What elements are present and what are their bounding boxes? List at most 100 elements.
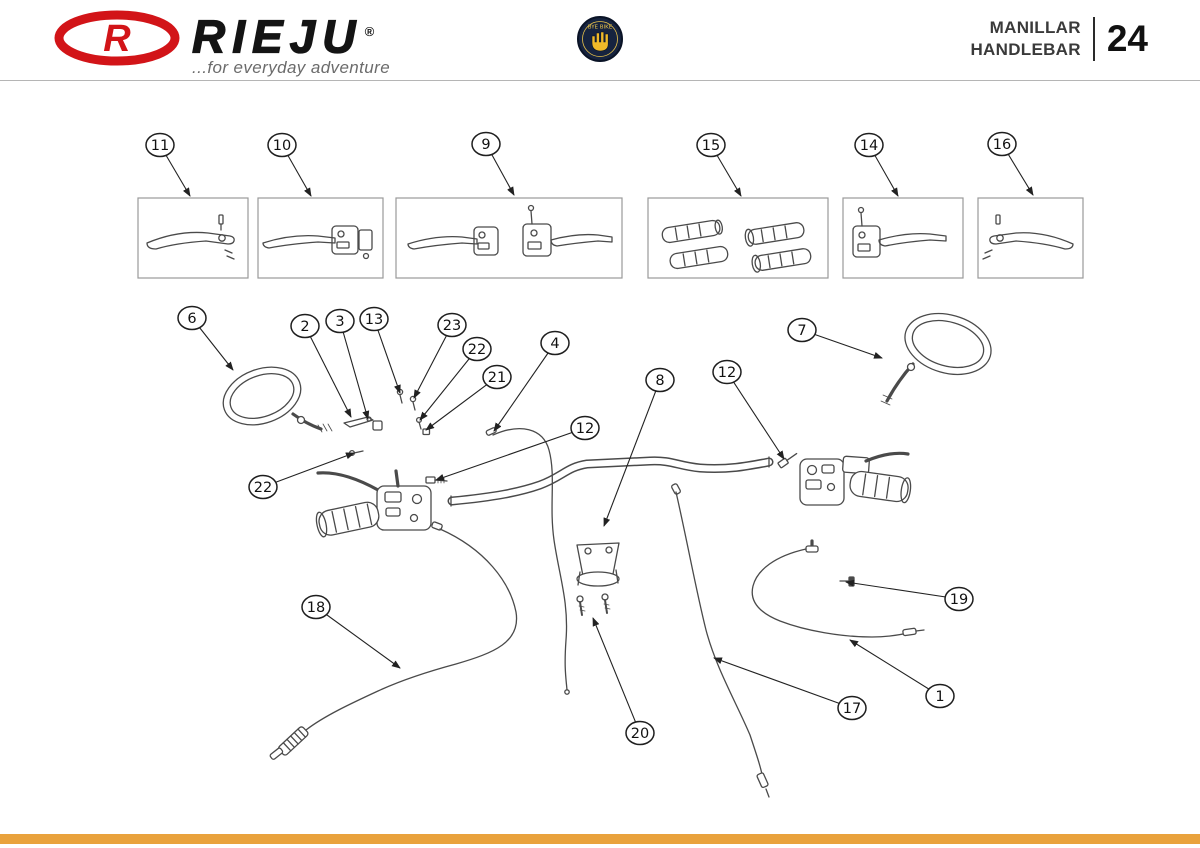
callout-label-23: 23 xyxy=(443,318,461,334)
callout-label-2: 2 xyxy=(300,319,309,335)
callout-7 xyxy=(787,317,817,343)
callout-2 xyxy=(290,313,320,339)
callout-21 xyxy=(482,364,512,390)
callout-3 xyxy=(325,308,355,334)
callout-label-21: 21 xyxy=(488,370,506,386)
callout-arrow-12 xyxy=(726,371,785,460)
callout-18 xyxy=(301,594,331,620)
callout-label-16: 16 xyxy=(993,137,1011,153)
callout-label-9: 9 xyxy=(481,137,490,153)
callout-label-13: 13 xyxy=(365,312,383,328)
part-15-grips-drawing xyxy=(661,219,812,273)
title-secondary: HANDLEBAR xyxy=(970,40,1081,59)
page-title: MANILLAR HANDLEBAR xyxy=(970,17,1080,61)
right-mirror-drawing xyxy=(880,312,992,406)
callout-label-12: 12 xyxy=(576,421,594,437)
callout-arrow-18 xyxy=(315,606,401,669)
callout-label-8: 8 xyxy=(655,373,664,389)
inner-cable-drawing xyxy=(485,427,570,695)
callout-arrow-4 xyxy=(493,342,556,432)
title-divider xyxy=(1092,17,1095,61)
callout-10 xyxy=(267,132,297,158)
callout-label-15: 15 xyxy=(702,138,720,154)
part-box-16 xyxy=(977,197,1084,279)
callout-label-4: 4 xyxy=(550,336,559,352)
part-box-10 xyxy=(257,197,384,279)
part-11-lever-drawing xyxy=(146,214,235,260)
callout-17 xyxy=(837,695,867,721)
callout-label-12: 12 xyxy=(718,365,736,381)
part-14-switch-lever-drawing xyxy=(852,206,947,258)
throttle-cable-drawing xyxy=(751,539,925,638)
callout-label-20: 20 xyxy=(631,726,649,742)
callout-4 xyxy=(540,330,570,356)
callout-11 xyxy=(145,132,175,158)
diagram-artwork xyxy=(146,204,1074,798)
callout-15 xyxy=(696,132,726,158)
svg-text:R: R xyxy=(103,18,131,60)
callout-arrow-23 xyxy=(413,324,453,399)
clutch-cable-drawing xyxy=(269,521,518,760)
page-title-block: MANILLAR HANDLEBAR 24 xyxy=(970,17,1148,61)
callout-12 xyxy=(570,415,600,441)
callout-6 xyxy=(177,305,207,331)
callout-22 xyxy=(462,336,492,362)
callout-1 xyxy=(925,683,955,709)
badge-label: BYE BIKE xyxy=(588,25,613,31)
rieju-emblem-icon: R xyxy=(54,10,180,66)
callout-label-7: 7 xyxy=(797,323,806,339)
callout-23 xyxy=(437,312,467,338)
footer-accent-bar xyxy=(0,834,1200,844)
callout-arrow-2 xyxy=(304,325,352,418)
brand-wordmark-wrap: RIEJU® ...for everyday adventure xyxy=(191,8,400,78)
callout-arrow-21 xyxy=(425,376,498,431)
page-header: R RIEJU® ...for everyday adventure BYE B… xyxy=(0,0,1200,80)
callout-arrow-12 xyxy=(435,427,586,481)
callout-13 xyxy=(359,306,389,332)
brand-tagline: ...for everyday adventure xyxy=(192,58,391,78)
cable-adjuster-right-drawing xyxy=(777,452,798,469)
callout-label-10: 10 xyxy=(273,138,291,154)
callout-label-6: 6 xyxy=(187,311,196,327)
handlebar-drawing xyxy=(447,456,774,507)
brake-cable-drawing xyxy=(671,483,770,798)
callout-label-22: 22 xyxy=(254,480,272,496)
callout-label-1: 1 xyxy=(935,689,944,705)
callout-arrow-22 xyxy=(419,348,478,421)
part-box-11 xyxy=(137,197,249,279)
callout-12 xyxy=(712,359,742,385)
brand-wordmark: RIEJU® xyxy=(191,8,400,63)
callout-label-18: 18 xyxy=(307,600,325,616)
callout-16 xyxy=(987,131,1017,157)
title-primary: MANILLAR xyxy=(989,18,1081,37)
callout-arrow-20 xyxy=(592,617,641,734)
bolts-20-drawing xyxy=(576,593,611,616)
hand-glyph xyxy=(591,31,609,52)
callout-19 xyxy=(944,586,974,612)
callout-8 xyxy=(645,367,675,393)
left-mirror-drawing xyxy=(222,366,333,433)
callout-22 xyxy=(248,474,278,500)
header-rule xyxy=(0,80,1200,81)
rieju-logo: R RIEJU® ...for everyday adventure xyxy=(52,8,400,78)
right-controls-drawing xyxy=(799,451,912,506)
small-hardware-drawing xyxy=(343,388,431,457)
page-number: 24 xyxy=(1106,18,1148,59)
hand-emblem-icon: BYE BIKE xyxy=(577,16,623,62)
callout-arrow-22 xyxy=(262,452,355,488)
callout-label-14: 14 xyxy=(860,138,878,154)
callout-14 xyxy=(854,132,884,158)
callout-arrow-17 xyxy=(713,657,853,709)
callout-arrow-1 xyxy=(849,639,941,697)
callout-label-22: 22 xyxy=(468,342,486,358)
part-box-15 xyxy=(647,197,829,279)
callout-arrow-3 xyxy=(339,320,370,420)
callout-label-11: 11 xyxy=(151,138,169,154)
callout-label-3: 3 xyxy=(335,314,344,330)
left-controls-drawing xyxy=(315,469,432,538)
registered-mark: ® xyxy=(364,24,375,39)
brand-name: RIEJU xyxy=(191,10,363,63)
callout-20 xyxy=(625,720,655,746)
callout-label-19: 19 xyxy=(950,592,968,608)
